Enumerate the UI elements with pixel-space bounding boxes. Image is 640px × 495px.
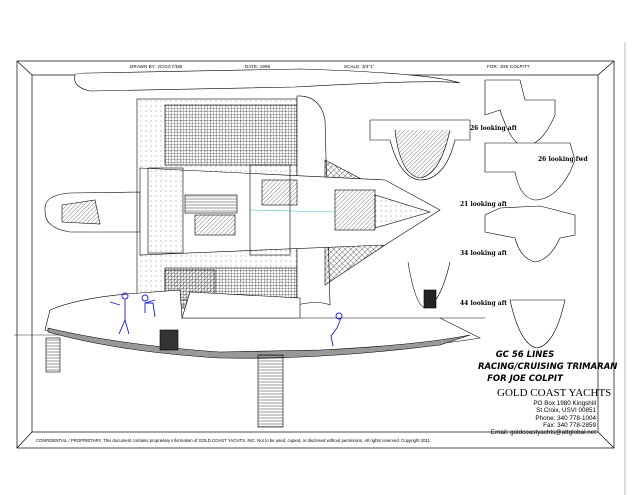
client: FOR: JOE COLPITT	[487, 64, 530, 69]
scale: SCALE: 3/4"1'	[344, 64, 374, 69]
section-label: 26 looking aft	[470, 125, 518, 132]
drawing-client: FOR JOE COLPIT	[487, 374, 563, 384]
section-views	[369, 79, 576, 349]
drawn-by: DRAWN BY: JC/GCY/DB	[130, 64, 183, 69]
profile-view	[14, 289, 545, 428]
drawing-title: GC 56 LINES	[495, 350, 555, 360]
section-label: 34 looking aft	[460, 250, 508, 257]
address-line: St Croix, USVI 00851	[536, 407, 596, 415]
company-name: GOLD COAST YACHTS	[497, 387, 612, 399]
date: DATE: 1996	[245, 64, 271, 69]
section-label: 26 looking fwd	[538, 156, 588, 163]
phone: Phone: 340 778-1004	[535, 414, 596, 422]
section-label: 44 looking aft	[460, 300, 508, 307]
section-label: 21 looking aft	[460, 201, 508, 208]
address-line: PO Box 1980 Kingshill	[533, 400, 596, 407]
drawing-subtitle: RACING/CRUISING TRIMARAN	[478, 362, 618, 372]
company-address: PO Box 1980 Kingshill St Croix, USVI 008…	[491, 400, 596, 436]
confidential-notice: CONFIDENTIAL / PROPRIETARY. This documen…	[36, 438, 430, 443]
fax: Fax: 340 778-2859	[543, 421, 596, 429]
email: Email: goldcoastyachts@attglobal.net	[490, 429, 596, 437]
plan-view	[44, 68, 461, 309]
